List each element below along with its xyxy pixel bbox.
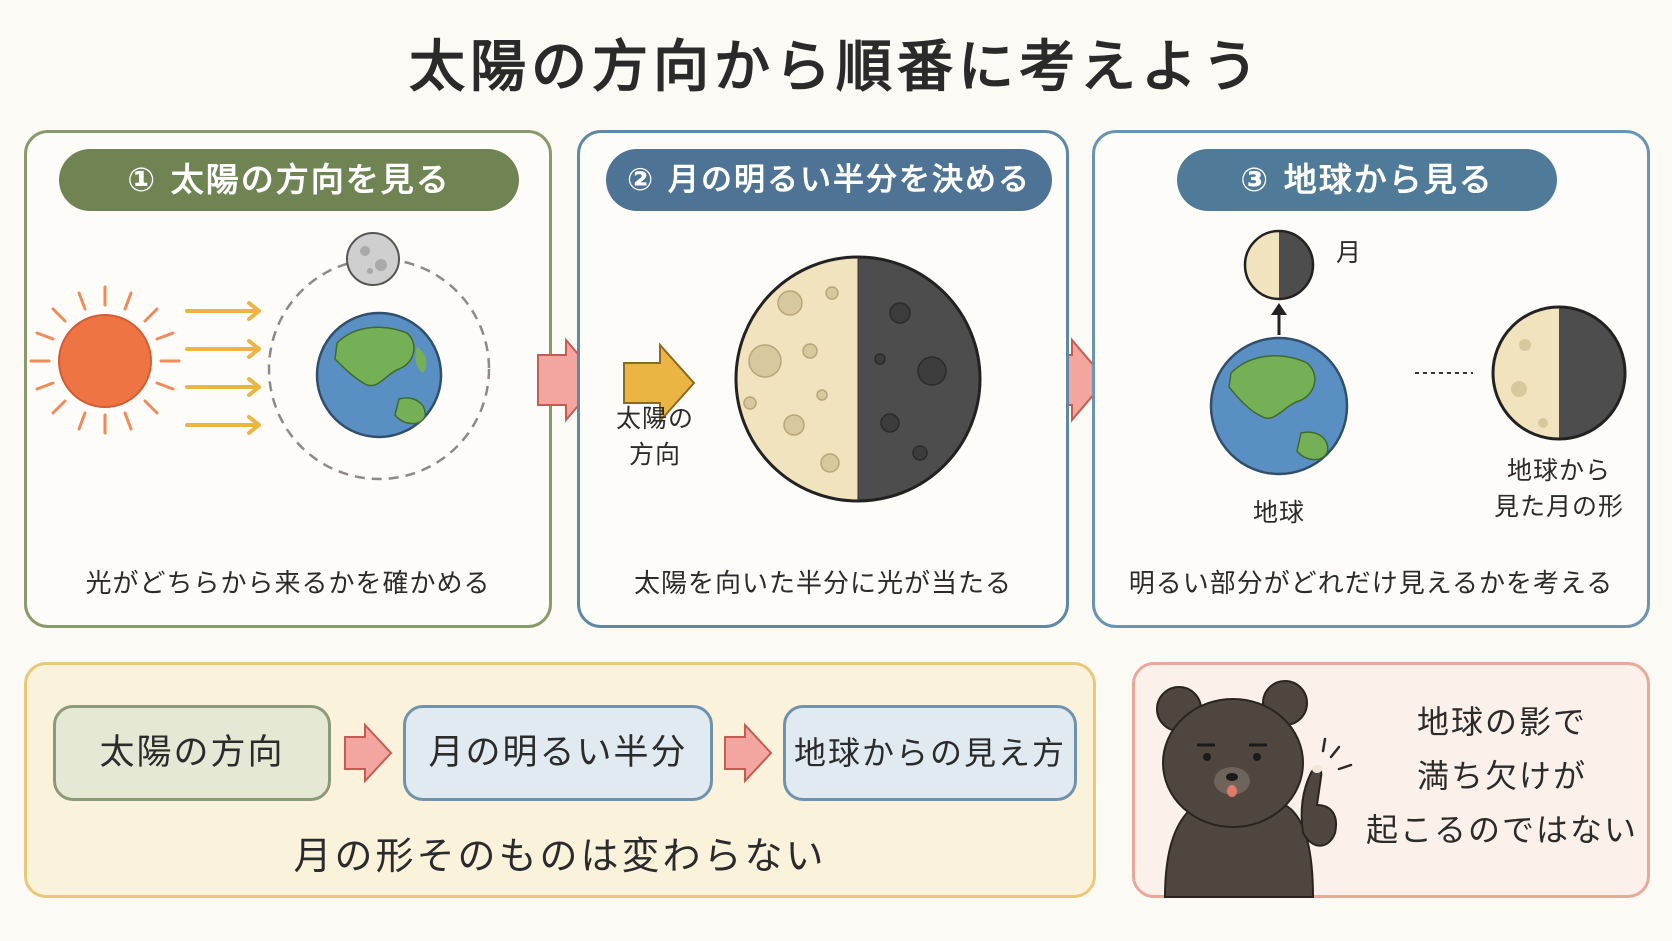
moon-icon	[346, 232, 400, 286]
summary-arrows	[344, 722, 773, 784]
summary-note: 月の形そのものは変わらない	[293, 834, 827, 878]
view-shape-label: 地球から 見た月の形	[1493, 456, 1624, 521]
panel-sun-direction: ① 太陽の方向を見る	[24, 130, 552, 628]
moon-label: 月	[1335, 238, 1362, 267]
panel-moon-bright-half: ② 月の明るい半分を決める 太陽の 方向 太陽を向いた半分に光が当たる	[577, 130, 1069, 628]
earth-icon	[315, 311, 443, 439]
sunlight-arrows	[185, 301, 261, 435]
panel-3-caption: 明るい部分がどれだけ見えるかを考える	[1128, 569, 1614, 599]
bear-icon	[1156, 680, 1353, 898]
panel-1-illustration	[29, 232, 491, 481]
summary-step-moon: 月の明るい半分	[403, 705, 713, 801]
panel-3-illustration	[1209, 229, 1627, 476]
moon-as-seen-icon	[1491, 305, 1627, 441]
panel-1-caption: 光がどちらから来るかを確かめる	[85, 569, 491, 599]
arrow-right-icon	[344, 722, 393, 784]
panel-3-heading: ③ 地球から見る	[1177, 149, 1557, 211]
sun-direction-label: 太陽の 方向	[615, 404, 694, 469]
moon-icon	[1243, 229, 1315, 301]
panel-2-heading: ② 月の明るい半分を決める	[606, 149, 1052, 211]
summary-box: 太陽の方向 月の明るい半分 地球からの見え方 月の形そのものは変わらない	[24, 662, 1096, 898]
half-lit-moon-icon	[734, 255, 982, 503]
arrow-right-icon	[724, 722, 773, 784]
sun-icon	[29, 285, 181, 435]
earth-icon	[1209, 336, 1349, 476]
sun-direction-arrow	[623, 342, 696, 424]
panel-view-from-earth: ③ 地球から見る 月 地球 地球から 見た月の形 明るい部分がどれだけ見えるかを…	[1092, 130, 1650, 628]
panel-1-heading: ① 太陽の方向を見る	[59, 149, 519, 211]
panel-2-caption: 太陽を向いた半分に光が当たる	[633, 569, 1012, 599]
bear-tip-box: 地球の影で 満ち欠けが 起こるのではない	[1132, 662, 1650, 898]
earth-label: 地球	[1252, 498, 1305, 527]
bear-tip-text: 地球の影で 満ち欠けが 起こるのではない	[1357, 695, 1647, 857]
page-title: 太陽の方向から順番に考えよう	[409, 35, 1263, 100]
bear-tip-line: 地球の影で	[1416, 703, 1587, 741]
summary-step-earth: 地球からの見え方	[783, 705, 1077, 801]
summary-step-sun: 太陽の方向	[53, 705, 331, 801]
panel-2-illustration	[623, 255, 982, 503]
bear-tip-line: 満ち欠けが	[1416, 757, 1587, 795]
bear-tip-line: 起こるのではない	[1365, 811, 1638, 849]
